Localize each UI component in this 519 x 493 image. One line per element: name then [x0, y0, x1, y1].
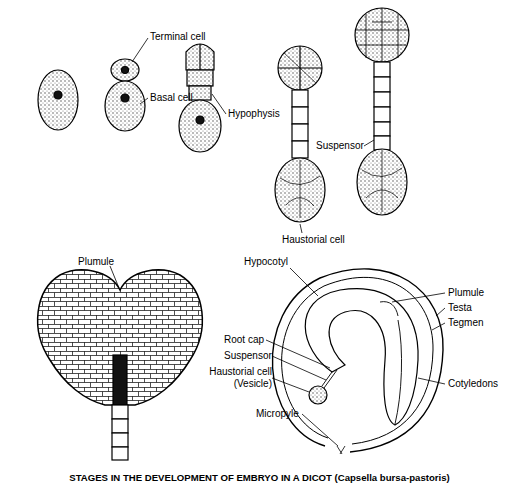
part-label: Suspensor [224, 350, 272, 362]
part-label: Terminal cell [150, 31, 206, 43]
part-label: Tegmen [448, 317, 484, 329]
part-label: Cotyledons [448, 378, 498, 390]
part-label: Haustorial cell (Vesicle) [192, 366, 272, 389]
part-label: Plumule [78, 256, 114, 268]
part-label: Plumule [448, 287, 484, 299]
part-label: Hypophysis [228, 108, 280, 120]
part-label: Hypocotyl [244, 256, 288, 268]
part-label: Basal cell [150, 92, 193, 104]
part-label: Micropyle [256, 408, 299, 420]
part-label: Testa [448, 302, 472, 314]
figure-caption: STAGES IN THE DEVELOPMENT OF EMBRYO IN A… [0, 472, 519, 483]
part-label: Root cap [224, 334, 264, 346]
part-label: Suspensor [316, 140, 364, 152]
part-label: Haustorial cell [282, 234, 345, 246]
